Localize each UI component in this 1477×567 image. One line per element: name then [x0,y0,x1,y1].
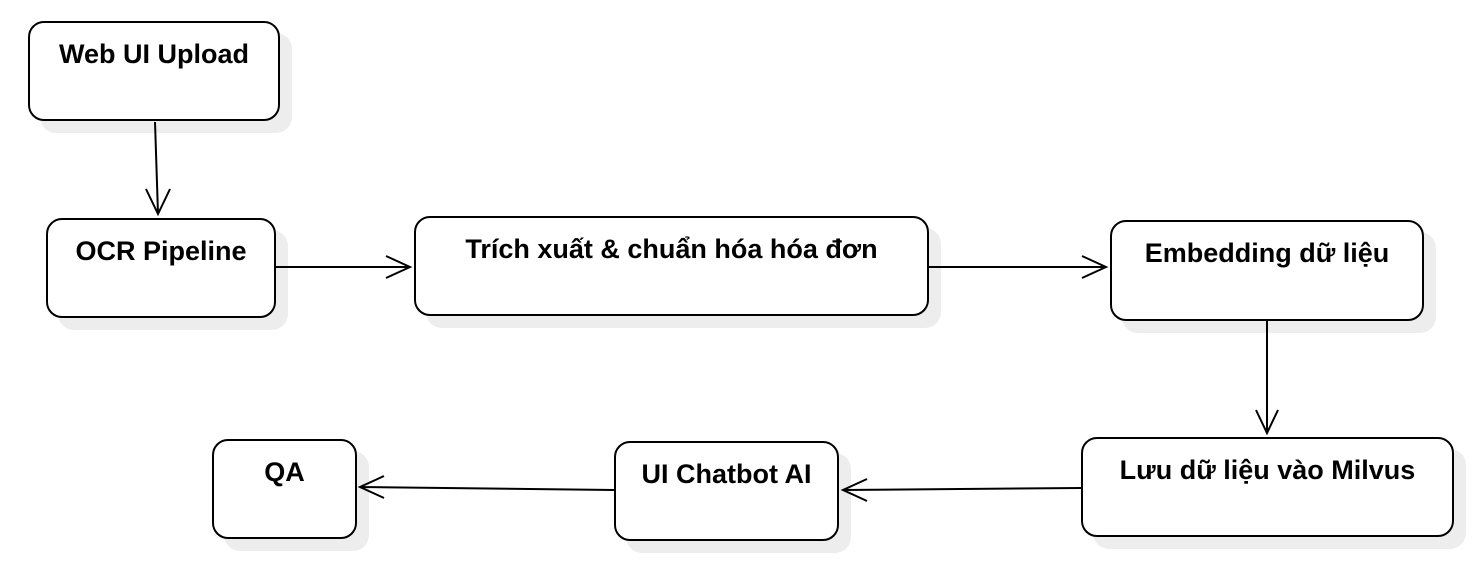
arrow-embedding-to-milvus [1255,321,1279,436]
node-ocr-pipeline: OCR Pipeline [46,218,276,318]
node-web-ui-upload: Web UI Upload [28,21,280,121]
node-extract-normalize-invoice: Trích xuất & chuẩn hóa hóa đơn [414,216,929,316]
node-store-milvus: Lưu dữ liệu vào Milvus [1081,437,1454,537]
arrow-ocr-to-extract [276,255,413,279]
arrow-extract-to-embedding [929,255,1109,279]
node-chatbot-ui: UI Chatbot AI [614,441,839,541]
node-qa: QA [212,439,357,539]
node-embedding-data: Embedding dữ liệu [1110,220,1424,321]
arrow-chatbot-to-qa [357,475,615,499]
arrow-upload-to-ocr [145,121,171,217]
arrow-milvus-to-chatbot [840,478,1082,502]
